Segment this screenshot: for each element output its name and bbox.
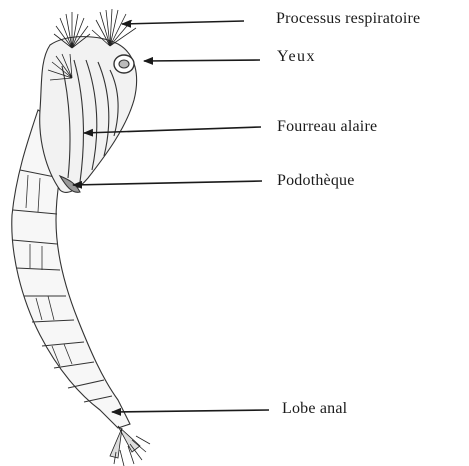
anal-lobe-drawing <box>110 426 150 466</box>
arrow-leg-sheath <box>73 181 262 185</box>
arrow-eyes <box>144 60 260 61</box>
arrow-anal-lobe <box>112 410 269 412</box>
arrow-respiratory <box>122 21 244 24</box>
label-anal-lobe: Lobe anal <box>282 400 347 418</box>
label-respiratory-process: Processus respiratoire <box>276 10 420 28</box>
label-wing-sheath: Fourreau alaire <box>277 118 377 136</box>
label-eyes: Yeux <box>277 48 316 66</box>
label-leg-sheath: Podothèque <box>277 172 355 190</box>
pupa-illustration <box>12 37 137 428</box>
